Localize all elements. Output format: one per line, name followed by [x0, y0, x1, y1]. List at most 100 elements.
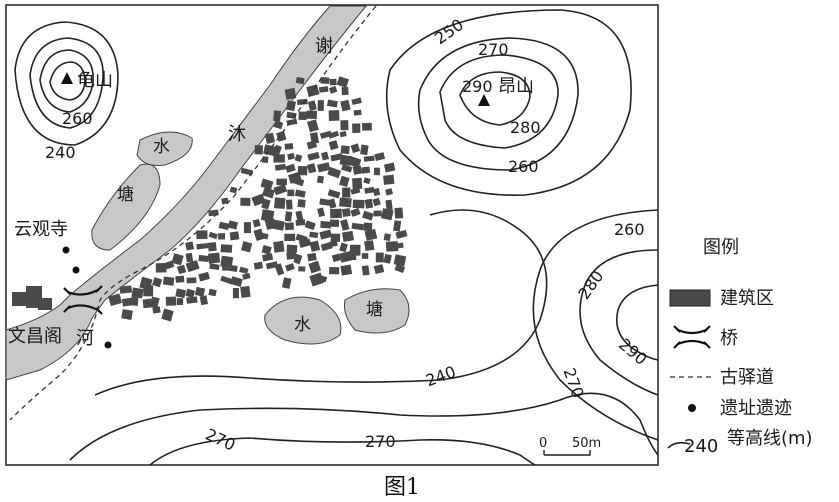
building-block	[363, 222, 373, 232]
building-block	[294, 154, 303, 163]
site-dot-yunguansi	[62, 246, 70, 254]
building-block	[186, 277, 197, 284]
building-block	[304, 220, 316, 231]
building-block	[152, 277, 163, 288]
legend-contour-icon	[667, 441, 691, 449]
building-block	[364, 240, 375, 252]
scale-zero: 0	[539, 436, 547, 451]
building-block	[208, 288, 217, 297]
building-block	[364, 186, 375, 194]
building-block	[373, 264, 385, 275]
building-block	[341, 86, 349, 96]
building-block	[240, 241, 253, 253]
building-block	[261, 198, 271, 210]
building-block	[342, 187, 351, 198]
building-block	[262, 187, 276, 199]
building-block	[196, 243, 209, 250]
building-block	[262, 253, 274, 262]
building-block	[327, 99, 338, 108]
building-block	[330, 208, 342, 219]
building-block	[284, 211, 293, 222]
south-contours	[69, 209, 659, 466]
scale-distance: 50m	[572, 436, 601, 451]
building-block	[309, 272, 324, 287]
building-block	[227, 220, 238, 230]
building-block	[340, 145, 350, 155]
scale-bar: 0 50m	[539, 436, 601, 456]
building-block	[308, 260, 322, 274]
building-block	[229, 231, 240, 241]
building-block	[108, 293, 123, 307]
river	[5, 5, 368, 381]
legend-title: 图例	[703, 237, 739, 258]
building-block	[330, 153, 343, 162]
river-char-1: 谢	[315, 36, 333, 57]
building-block	[218, 233, 226, 240]
building-block	[240, 285, 251, 298]
building-block	[199, 295, 208, 306]
building-block	[336, 76, 349, 88]
building-block	[396, 242, 404, 249]
building-block	[350, 187, 361, 195]
building-block	[363, 177, 371, 185]
building-block	[198, 271, 210, 282]
building-block	[161, 308, 174, 322]
building-block	[297, 199, 306, 208]
building-block	[254, 144, 263, 155]
building-block	[360, 144, 369, 156]
building-block	[328, 110, 340, 121]
building-block	[274, 197, 286, 210]
building-block	[328, 85, 338, 94]
building-block	[149, 296, 160, 309]
river-char-3: 河	[76, 328, 94, 349]
building-block	[265, 261, 278, 270]
building-block	[328, 198, 337, 209]
building-block	[317, 207, 325, 218]
building-block	[260, 178, 274, 190]
legend-label-road: 古驿道	[720, 367, 774, 388]
building-block	[273, 183, 288, 196]
building-block	[375, 252, 384, 263]
ancient-post-road	[9, 5, 377, 421]
building-block	[317, 100, 324, 111]
building-block	[251, 193, 266, 207]
guishan-contours	[14, 21, 119, 146]
building-block	[372, 187, 381, 197]
building-block	[198, 254, 210, 263]
building-block	[394, 207, 404, 219]
building-block	[295, 219, 306, 226]
building-block	[329, 266, 340, 275]
building-block	[307, 100, 317, 111]
building-block	[385, 199, 393, 211]
building-block	[352, 177, 363, 190]
building-block	[372, 197, 381, 207]
building-block	[297, 166, 308, 176]
building-block	[286, 251, 297, 260]
building-block	[298, 111, 307, 121]
building-block	[319, 86, 329, 93]
building-area	[108, 76, 408, 322]
building-block	[260, 209, 275, 222]
building-block	[383, 233, 392, 242]
building-block	[287, 152, 295, 160]
legend-building-swatch	[669, 289, 711, 307]
building-block	[373, 210, 382, 217]
pond-north-char-2: 塘	[117, 185, 134, 205]
building-block	[176, 298, 184, 306]
pond-north-char-1: 水	[153, 137, 170, 157]
legend-label-building: 建筑区	[720, 288, 774, 309]
legend-label-site: 遗址遗迹	[720, 398, 792, 419]
building-block	[274, 163, 287, 171]
building-block	[121, 297, 134, 307]
legend-site-icon	[688, 404, 696, 412]
building-block	[208, 252, 221, 264]
building-block	[253, 261, 264, 270]
building-block	[221, 197, 229, 205]
building-block	[285, 199, 293, 210]
building-block	[293, 253, 303, 265]
pond-south-char-2: 塘	[366, 300, 383, 320]
building-block	[295, 76, 305, 85]
building-block	[361, 166, 371, 174]
contour-ang-260: 260	[508, 157, 539, 176]
building-block	[351, 222, 365, 231]
